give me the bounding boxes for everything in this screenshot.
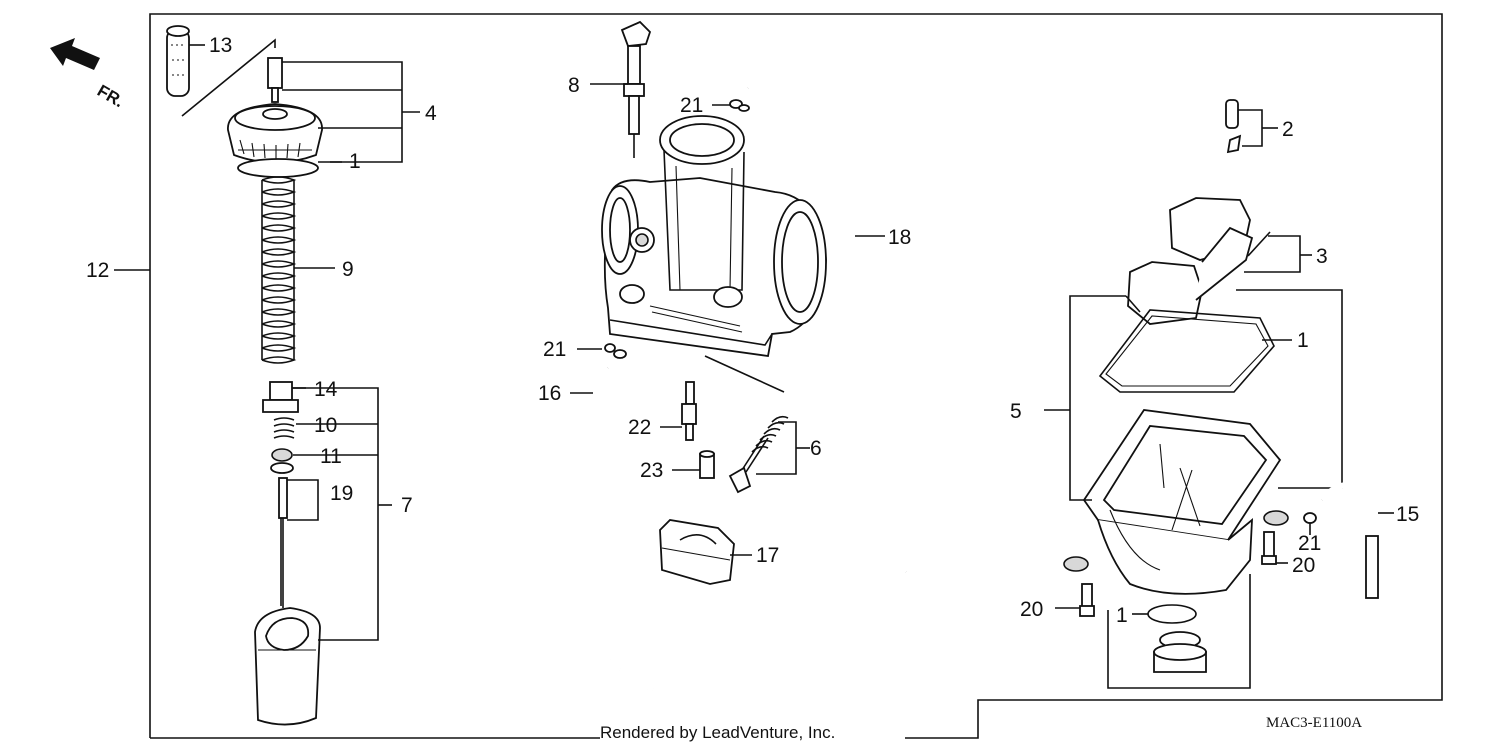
part-21-clip-top bbox=[729, 99, 750, 112]
part-7-throttle-slide bbox=[254, 607, 321, 726]
footer-credit: Rendered by LeadVenture, Inc. bbox=[600, 723, 835, 742]
callout-5: 5 bbox=[1010, 400, 1022, 423]
part-20-screw-right bbox=[1261, 510, 1289, 565]
part-1-o-ring bbox=[1147, 604, 1197, 624]
left-callout-lines bbox=[114, 44, 420, 641]
callout-labels: 13 4 1 9 12 14 10 11 19 7 8 21 18 21 16 … bbox=[86, 34, 1419, 627]
part-6-screw-spring bbox=[728, 415, 789, 494]
part-20-screw-left bbox=[1063, 556, 1095, 617]
callout-4: 4 bbox=[425, 102, 437, 125]
callout-7: 7 bbox=[401, 494, 413, 517]
callout-3: 3 bbox=[1316, 245, 1328, 268]
diagram-frame bbox=[149, 13, 1443, 739]
part-9-spring bbox=[261, 176, 297, 364]
callout-18: 18 bbox=[888, 226, 911, 249]
part-22-jet bbox=[681, 381, 697, 441]
part-2-float-pin bbox=[1225, 99, 1242, 154]
callout-17: 17 bbox=[756, 544, 779, 567]
callout-15: 15 bbox=[1396, 503, 1419, 526]
callout-16: 16 bbox=[538, 382, 561, 405]
callout-12: 12 bbox=[86, 259, 109, 282]
front-label: FR. bbox=[94, 81, 127, 111]
part-4-top-cap bbox=[227, 103, 323, 178]
part-10-spring bbox=[273, 417, 295, 439]
callout-9: 9 bbox=[342, 258, 354, 281]
callout-11: 11 bbox=[320, 445, 342, 468]
callout-21-right: 21 bbox=[1298, 532, 1321, 555]
part-23-jet bbox=[699, 450, 715, 479]
callout-21-mid: 21 bbox=[543, 338, 566, 361]
callout-20-right: 20 bbox=[1292, 554, 1315, 577]
part-15-hose bbox=[1319, 481, 1375, 526]
drain-plug bbox=[1153, 631, 1207, 673]
callout-1-oring: 1 bbox=[1116, 604, 1128, 627]
part-8-adjust-screw bbox=[620, 20, 652, 158]
part-21-clip-mid bbox=[604, 343, 627, 359]
part-4-screw bbox=[267, 57, 283, 103]
callout-8: 8 bbox=[568, 74, 580, 97]
callout-2: 2 bbox=[1282, 118, 1294, 141]
callout-19: 19 bbox=[330, 482, 353, 505]
part-17-cover bbox=[659, 519, 735, 585]
callout-6: 6 bbox=[810, 437, 822, 460]
callout-1: 1 bbox=[349, 150, 361, 173]
carburetor-body bbox=[601, 115, 827, 393]
callout-22: 22 bbox=[628, 416, 651, 439]
part-5-float-bowl bbox=[1082, 409, 1282, 595]
part-19-needle bbox=[278, 477, 288, 608]
part-11-clip bbox=[271, 448, 293, 462]
callout-20-left: 20 bbox=[1020, 598, 1043, 621]
diagram-code: MAC3-E1100A bbox=[1266, 715, 1362, 731]
front-direction-arrow-icon: FR. bbox=[50, 38, 127, 111]
part-3-pin bbox=[1247, 231, 1271, 257]
callout-1-gasket: 1 bbox=[1297, 329, 1309, 352]
callout-13: 13 bbox=[209, 34, 232, 57]
callout-10: 10 bbox=[314, 414, 337, 437]
callout-23: 23 bbox=[640, 459, 663, 482]
part-21-clip-right bbox=[1303, 512, 1317, 524]
part-13-cap bbox=[166, 25, 190, 97]
callout-14: 14 bbox=[314, 378, 338, 401]
part-1-gasket bbox=[1098, 309, 1275, 393]
callout-21: 21 bbox=[680, 94, 703, 117]
part-14-holder bbox=[262, 381, 299, 413]
part-float bbox=[1127, 197, 1254, 325]
